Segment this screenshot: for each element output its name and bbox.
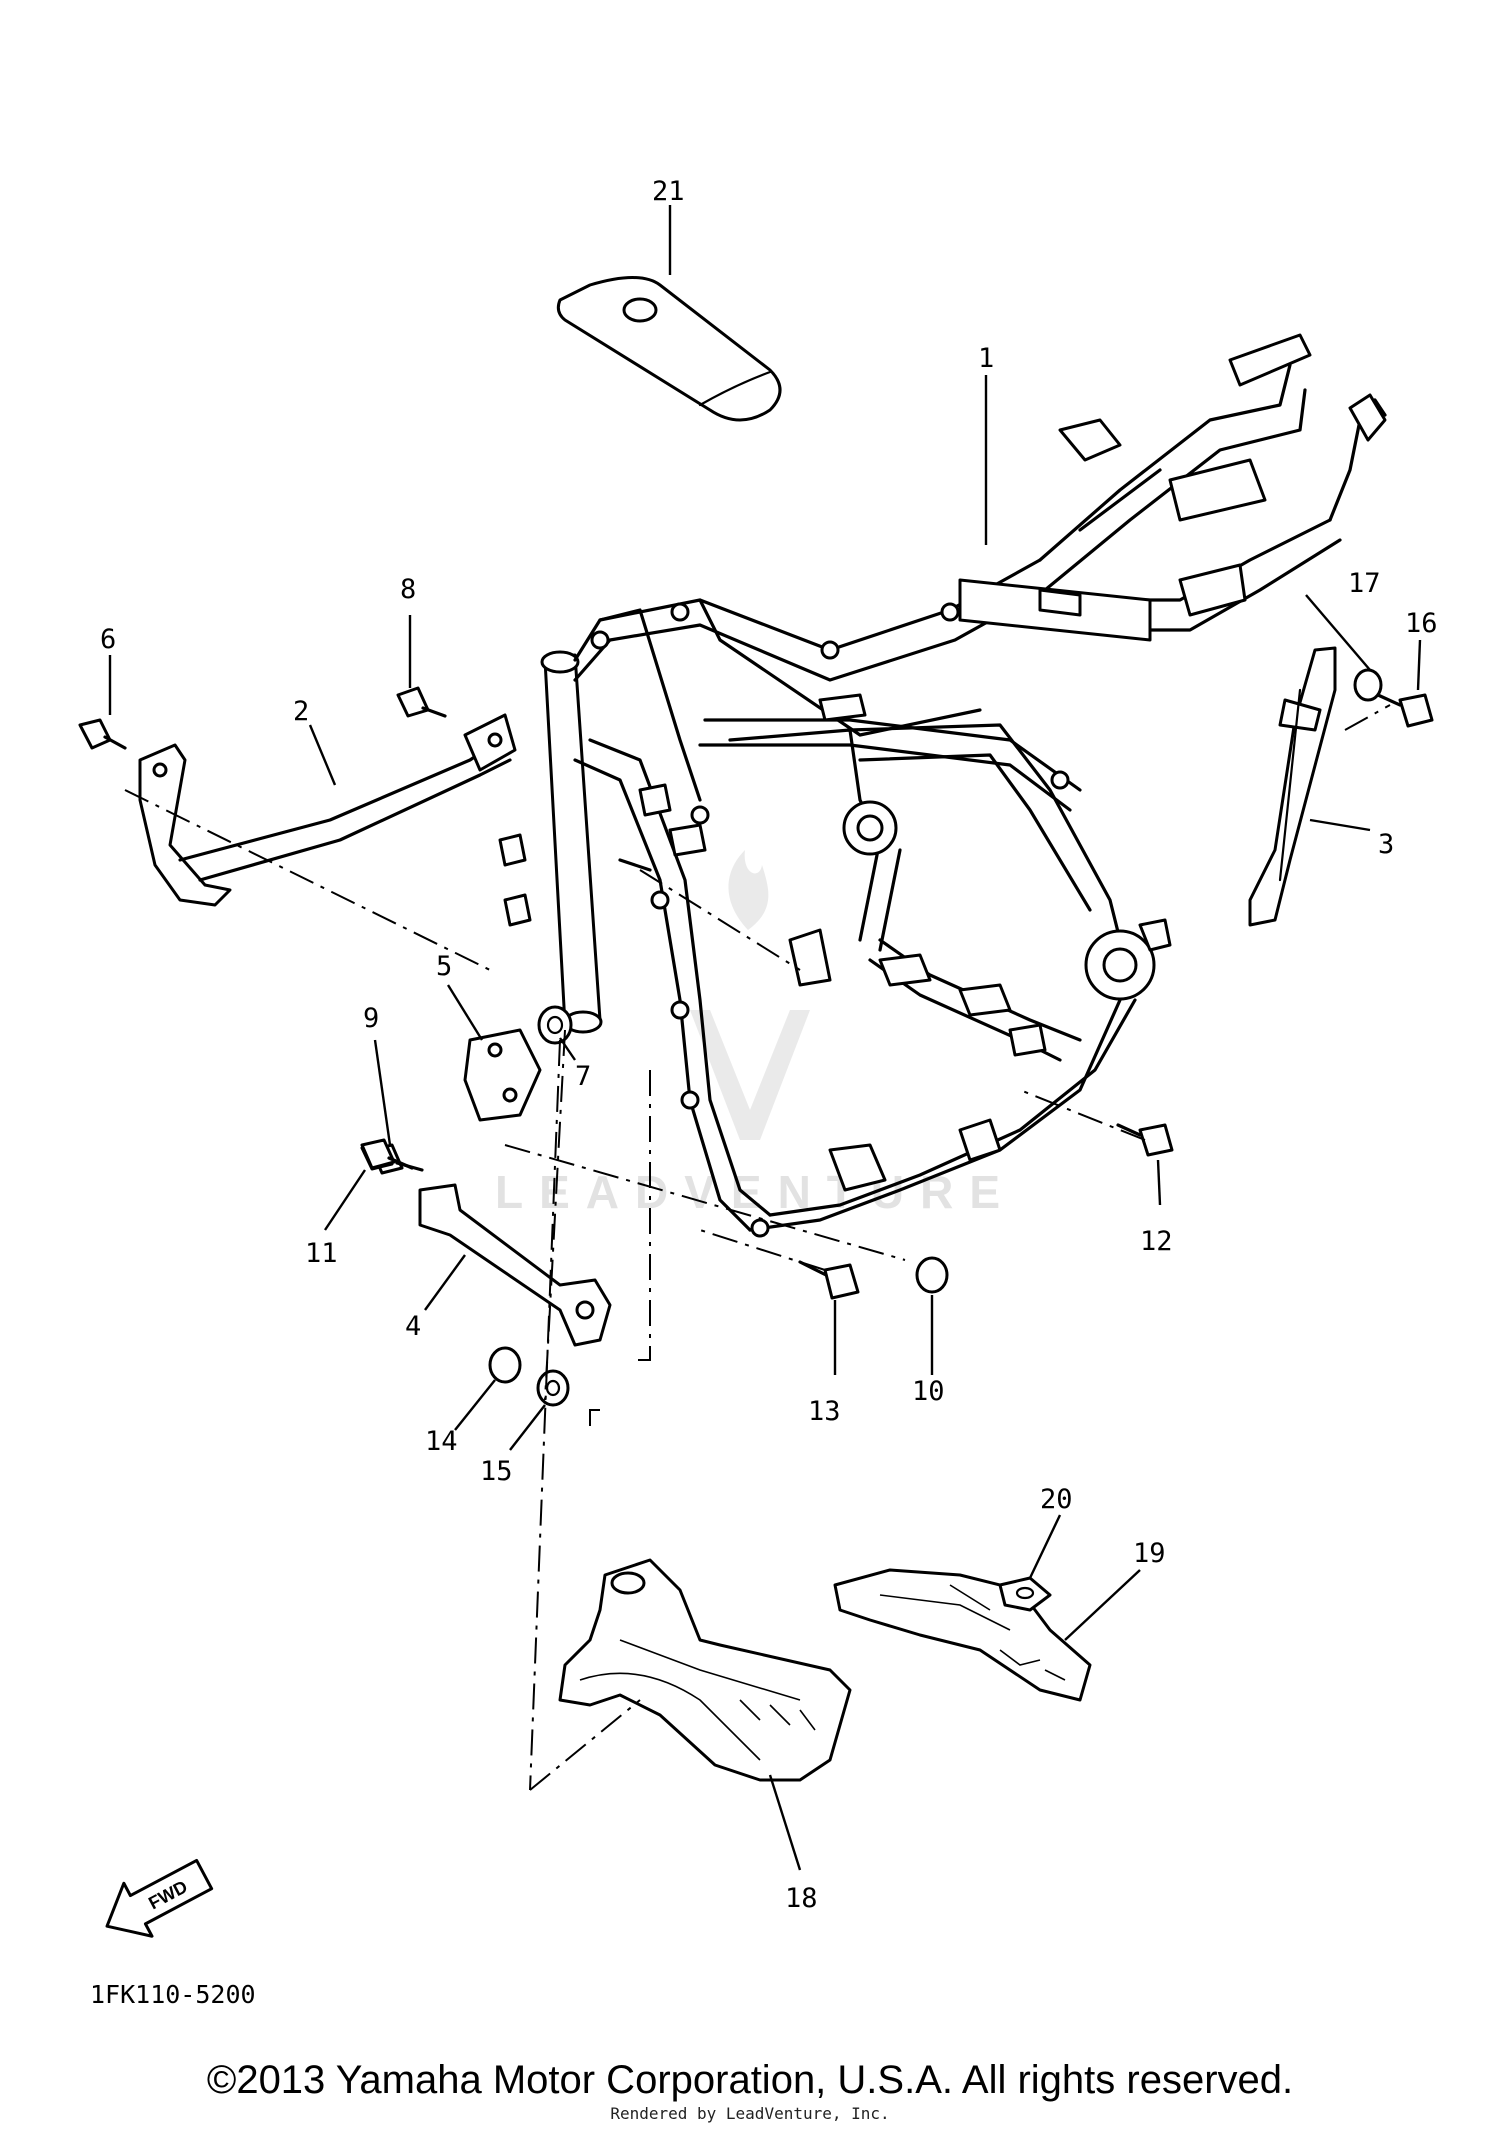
part-4-bracket [418, 1183, 612, 1347]
callout-9: 9 [363, 1003, 379, 1034]
callout-4: 4 [405, 1311, 421, 1342]
diagram-code: 1FK110-5200 [90, 1980, 256, 2009]
callout-12: 12 [1140, 1226, 1173, 1257]
callout-15: 15 [480, 1456, 513, 1487]
callout-7: 7 [575, 1061, 591, 1092]
callout-10: 10 [912, 1376, 945, 1407]
part-16-bolt [1376, 693, 1434, 728]
callout-5: 5 [436, 951, 452, 982]
part-5-plate [463, 1028, 542, 1122]
callout-21: 21 [652, 176, 685, 207]
part-14-collar [488, 1346, 522, 1384]
alignment-lines [124, 704, 1391, 1791]
part-21-cover [556, 276, 782, 422]
callout-14: 14 [425, 1426, 458, 1457]
callout-19: 19 [1133, 1538, 1166, 1569]
part-10-collar [915, 1256, 949, 1294]
part-17-washer [1353, 668, 1383, 702]
callout-13: 13 [808, 1396, 841, 1427]
callout-1: 1 [978, 343, 994, 374]
callout-11: 11 [305, 1238, 338, 1269]
part-15-collar [536, 1369, 570, 1407]
part-19-plate [833, 1568, 1092, 1702]
callout-2: 2 [293, 696, 309, 727]
callout-16: 16 [1405, 608, 1438, 639]
callout-8: 8 [400, 574, 416, 605]
part-3-side-tube [1248, 646, 1337, 927]
copyright-notice: ©2013 Yamaha Motor Corporation, U.S.A. A… [206, 2058, 1294, 2102]
part-20-grommet [998, 1576, 1052, 1612]
watermark-text: LEADVENTURE [495, 1166, 1016, 1218]
callout-6: 6 [100, 624, 116, 655]
part-18-lower-cover [558, 1558, 852, 1782]
rendered-by-notice: Rendered by LeadVenture, Inc. [610, 2104, 890, 2123]
part-1-main-frame [498, 333, 1387, 1238]
leader-lines [108, 205, 1422, 1871]
callout-3: 3 [1378, 829, 1394, 860]
watermark-logo: LEADVENTURE [495, 850, 1016, 1218]
callout-20: 20 [1040, 1484, 1073, 1515]
part-11-bolt-main [360, 1138, 414, 1170]
callout-17: 17 [1348, 568, 1381, 599]
part-13-bolt [798, 1260, 860, 1300]
part-8-bolt [396, 686, 447, 718]
part-6-bolt [78, 718, 127, 750]
part-2-front-tube [138, 713, 517, 907]
fwd-arrow-icon: FWD [105, 1858, 214, 1938]
part-7-collar [537, 1005, 573, 1045]
part-12-bolt [1116, 1123, 1174, 1157]
callouts: 21 1 2 3 4 5 6 7 8 9 10 11 12 13 14 15 1… [100, 176, 1438, 1914]
callout-18: 18 [785, 1883, 818, 1914]
